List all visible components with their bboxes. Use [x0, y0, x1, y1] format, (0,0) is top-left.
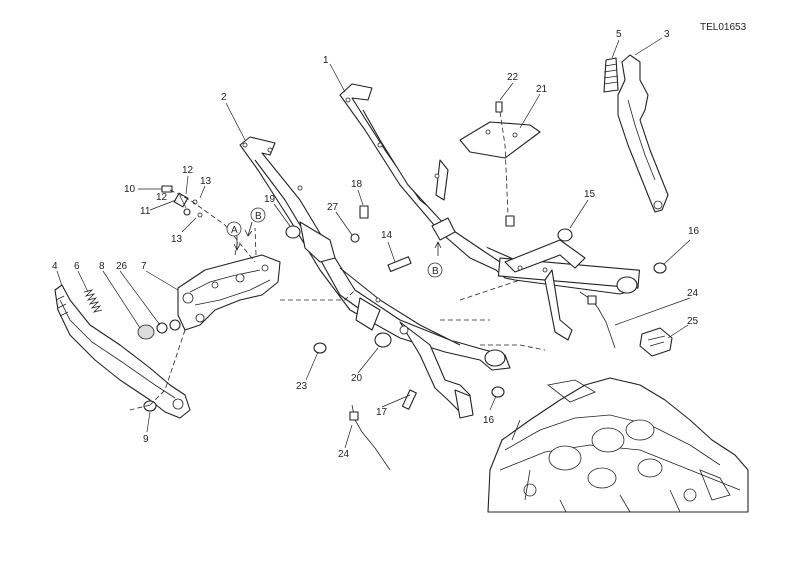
callout-24b: 24	[338, 449, 350, 460]
callout-21: 21	[536, 84, 548, 95]
reference-markers: A B B	[226, 207, 443, 278]
bushings	[285, 205, 667, 410]
callout-labels: 1 2 3 4 5 6 7 8 9 10 11 12 12 13 13 14 1…	[52, 29, 700, 460]
drawing-code: TEL01653	[700, 22, 747, 33]
callout-16b: 16	[483, 415, 495, 426]
callout-13a: 13	[200, 176, 212, 187]
callout-17: 17	[376, 407, 388, 418]
engine-block	[487, 377, 749, 513]
callout-23: 23	[296, 381, 308, 392]
ref-b-1	[250, 207, 266, 223]
callout-5: 5	[616, 29, 622, 40]
cable-ties	[349, 291, 616, 471]
ref-a	[226, 221, 242, 237]
callout-18: 18	[351, 179, 363, 190]
rear-subframe	[339, 83, 641, 341]
callout-24a: 24	[687, 288, 699, 299]
assembly-lines	[129, 111, 546, 411]
callout-15: 15	[584, 189, 596, 200]
washers	[137, 319, 181, 412]
callout-14: 14	[381, 230, 393, 241]
callout-4: 4	[52, 261, 58, 272]
callout-20: 20	[351, 373, 363, 384]
callout-10: 10	[124, 184, 136, 195]
brake-lever	[603, 54, 669, 213]
callout-9: 9	[143, 434, 149, 445]
callout-7: 7	[141, 261, 147, 272]
callout-11: 11	[140, 206, 151, 217]
callout-27: 27	[327, 202, 339, 213]
small-fasteners	[161, 185, 203, 218]
callout-12b: 12	[156, 192, 168, 203]
gear-lever	[54, 284, 191, 419]
callout-26: 26	[116, 261, 128, 272]
callout-13b: 13	[171, 234, 183, 245]
spring	[83, 289, 103, 313]
callout-3: 3	[664, 29, 670, 40]
callout-19: 19	[264, 194, 276, 205]
footpeg-bracket	[177, 254, 281, 331]
mount-plate	[459, 101, 541, 159]
callout-8: 8	[99, 261, 105, 272]
callout-12a: 12	[182, 165, 194, 176]
ref-b-label-1: B	[255, 211, 262, 222]
frame-rail	[239, 136, 511, 419]
clip	[639, 327, 673, 357]
ref-b-label-2: B	[432, 266, 439, 277]
ref-b-2	[427, 262, 443, 278]
leader-lines	[56, 37, 691, 449]
callout-16a: 16	[688, 226, 700, 237]
callout-1: 1	[323, 55, 329, 66]
ref-a-label: A	[231, 225, 238, 236]
callout-22: 22	[507, 72, 519, 83]
callout-25: 25	[687, 316, 699, 327]
callout-6: 6	[74, 261, 80, 272]
callout-2: 2	[221, 92, 227, 103]
